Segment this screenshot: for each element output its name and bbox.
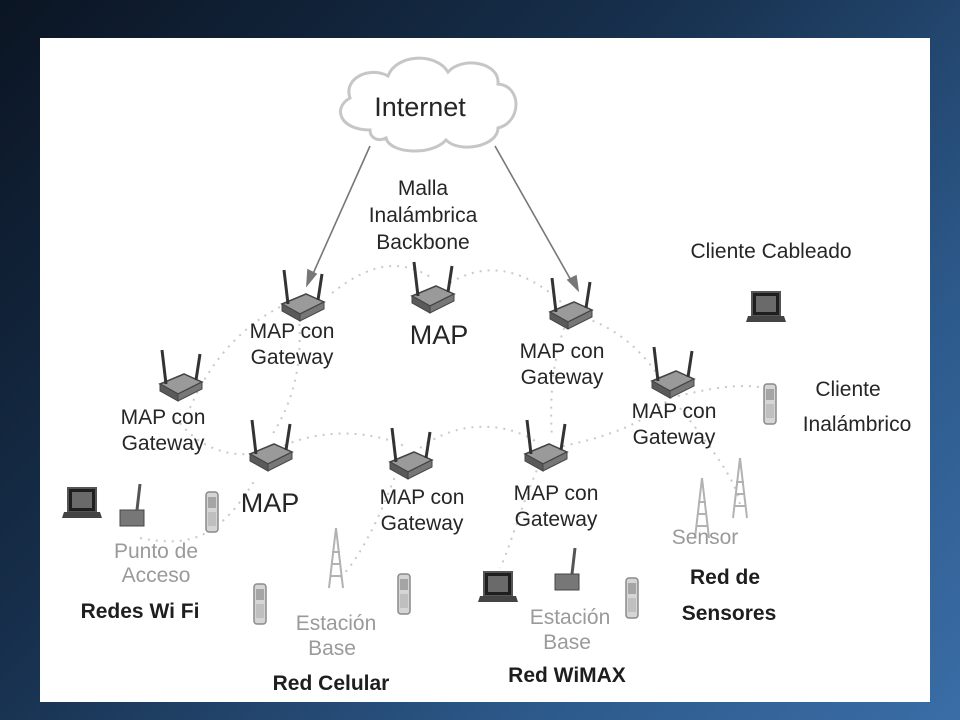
mobile-phone-icon bbox=[205, 491, 219, 533]
wifi-network-name: Redes Wi Fi bbox=[81, 600, 200, 623]
map-top-label: MAP bbox=[410, 320, 469, 350]
map-gw-far-left-line-1: MAP con bbox=[121, 406, 206, 429]
router-icon bbox=[523, 418, 569, 473]
mobile-phone-icon bbox=[253, 583, 267, 625]
wired-client-label: Cliente Cableado bbox=[690, 240, 851, 263]
wireless-client-line-1: Cliente bbox=[815, 378, 880, 401]
antenna-tower-icon bbox=[328, 527, 344, 589]
map-gw-lower-center-line-2: Gateway bbox=[381, 512, 464, 535]
backbone-line-3: Backbone bbox=[376, 231, 469, 254]
map-gateway-lower-right: MAP con Gateway bbox=[514, 482, 599, 531]
router-icon bbox=[280, 268, 326, 323]
wimax-network-name: Red WiMAX bbox=[508, 664, 626, 687]
sensor-network-name-line-2: Sensores bbox=[682, 602, 777, 625]
router-icon bbox=[410, 260, 456, 315]
backbone-line-2: Inalámbrica bbox=[369, 204, 478, 227]
wireless-client-line-2: Inalámbrico bbox=[803, 413, 912, 436]
wireless-mesh-diagram: Internet Malla Inalámbrica Backbone MAP … bbox=[61, 56, 912, 695]
cellular-network: Estación Base Red Celular bbox=[253, 527, 411, 695]
router-icon bbox=[158, 348, 204, 403]
wireless-client: Cliente Inalámbrico bbox=[763, 378, 912, 436]
sensor-device-label: Sensor bbox=[672, 526, 739, 549]
wifi-device-line-1: Punto de bbox=[114, 540, 198, 563]
wired-client: Cliente Cableado bbox=[690, 240, 852, 323]
internet-label: Internet bbox=[374, 92, 466, 122]
map-mid-label: MAP bbox=[241, 488, 300, 518]
wimax-device-line-1: Estación bbox=[530, 606, 611, 629]
map-gw-left-line-1: MAP con bbox=[250, 320, 335, 343]
router-icon bbox=[650, 345, 696, 400]
laptop-icon bbox=[745, 291, 787, 323]
wifi-device-line-2: Acceso bbox=[122, 564, 191, 587]
wimax-device-line-2: Base bbox=[543, 631, 591, 654]
map-gw-far-left-line-2: Gateway bbox=[122, 432, 205, 455]
mobile-phone-icon bbox=[397, 573, 411, 615]
cellular-device-line-2: Base bbox=[308, 637, 356, 660]
map-gw-lower-right-line-2: Gateway bbox=[515, 508, 598, 531]
laptop-icon bbox=[477, 571, 519, 603]
cellular-network-name: Red Celular bbox=[273, 672, 390, 695]
wifi-network: Punto de Acceso Redes Wi Fi bbox=[61, 482, 219, 623]
map-gateway-lower-center: MAP con Gateway bbox=[380, 486, 465, 535]
cloud-icon bbox=[339, 56, 518, 153]
sensor-network: Sensor Red de Sensores bbox=[672, 457, 777, 625]
access-point-icon bbox=[553, 546, 581, 592]
map-gw-right-line-1: MAP con bbox=[520, 340, 605, 363]
wimax-network: Estación Base Red WiMAX bbox=[477, 546, 639, 687]
backbone-label: Malla Inalámbrica Backbone bbox=[369, 177, 478, 254]
router-icon bbox=[548, 276, 594, 331]
sensor-network-name-line-1: Red de bbox=[690, 566, 760, 589]
map-gw-lower-right-line-1: MAP con bbox=[514, 482, 599, 505]
mobile-phone-icon bbox=[763, 383, 777, 425]
mobile-phone-icon bbox=[625, 577, 639, 619]
map-gw-far-right-line-2: Gateway bbox=[633, 426, 716, 449]
map-gateway-right: MAP con Gateway bbox=[520, 340, 605, 389]
router-icon bbox=[248, 418, 294, 473]
diagram-panel: Internet Malla Inalámbrica Backbone MAP … bbox=[40, 38, 930, 702]
backbone-line-1: Malla bbox=[398, 177, 449, 200]
map-gateway-left: MAP con Gateway bbox=[250, 320, 335, 369]
router-icon bbox=[388, 426, 434, 481]
map-gw-left-line-2: Gateway bbox=[251, 346, 334, 369]
backbone-arrows bbox=[306, 145, 580, 293]
map-gw-right-line-2: Gateway bbox=[521, 366, 604, 389]
map-gw-far-right-line-1: MAP con bbox=[632, 400, 717, 423]
laptop-icon bbox=[61, 487, 103, 519]
map-gateway-far-left: MAP con Gateway bbox=[121, 406, 206, 455]
cellular-device-line-1: Estación bbox=[296, 612, 377, 635]
internet-cloud: Internet bbox=[339, 56, 518, 153]
access-point-icon bbox=[118, 482, 146, 528]
map-gw-lower-center-line-1: MAP con bbox=[380, 486, 465, 509]
map-gateway-far-right: MAP con Gateway bbox=[632, 400, 717, 449]
